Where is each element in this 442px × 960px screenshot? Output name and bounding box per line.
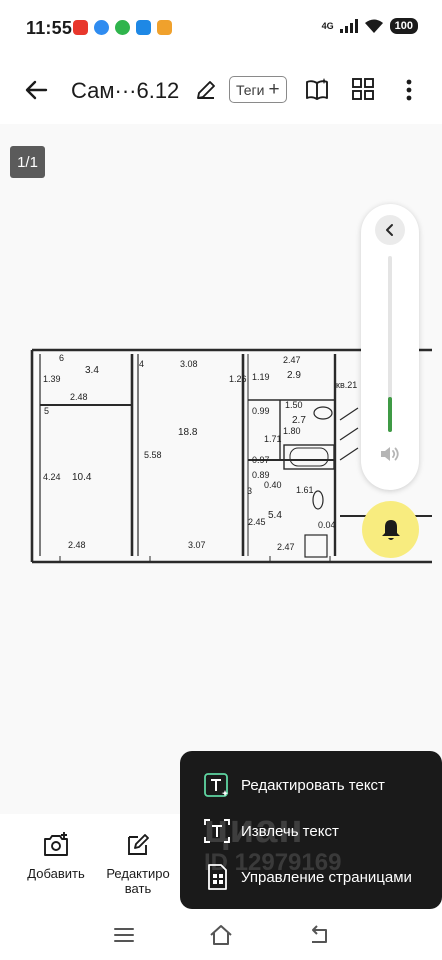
volume-panel: [361, 204, 419, 490]
status-bar: 11:55 4G 100: [0, 0, 442, 58]
dimension-label: 0.40: [264, 480, 282, 490]
volume-slider[interactable]: [388, 256, 392, 432]
yandex-app-icon: [73, 20, 88, 35]
dimension-label: 3.07: [188, 540, 206, 550]
blue-app-icon: [136, 20, 151, 35]
document-toolbar: Сам···6.12 Теги +: [0, 64, 442, 116]
menu-item-extract-text[interactable]: Извлечь текст: [180, 811, 442, 851]
back-arrow-icon[interactable]: [22, 76, 50, 104]
dimension-label: 1.26: [229, 374, 247, 384]
room-area-label: 2.9: [287, 370, 301, 381]
dimension-label: 1.61: [296, 485, 314, 495]
chrome-app-icon: [115, 20, 130, 35]
dimension-label: 5.58: [144, 450, 162, 460]
menu-label: Извлечь текст: [241, 822, 339, 840]
text-tools-menu: циан ID 12979169 Редактировать текст Изв…: [180, 751, 442, 909]
plus-icon: +: [268, 79, 280, 100]
ringer-mode-button[interactable]: [362, 501, 419, 558]
book-sparkle-icon[interactable]: [304, 77, 330, 103]
dimension-label: 5: [44, 406, 49, 416]
menu-label: Редактировать текст: [241, 776, 385, 794]
tags-button[interactable]: Теги +: [229, 76, 287, 103]
dimension-label: кв.21: [336, 380, 357, 390]
manage-pages-icon: [208, 864, 227, 890]
speaker-icon[interactable]: [378, 442, 402, 466]
tags-label: Теги: [236, 81, 265, 98]
dimension-label: 6: [59, 353, 64, 363]
wifi-icon: [364, 19, 383, 33]
volume-level: [388, 396, 392, 432]
edit-pencil-icon: [128, 834, 149, 855]
edit-label-line1: Редактиро: [106, 866, 170, 881]
dimension-label: 0.04: [318, 520, 336, 530]
menu-lines-icon[interactable]: [111, 922, 137, 948]
dimension-label: 4.24: [43, 472, 61, 482]
status-indicators: 4G 100: [322, 18, 418, 34]
dimension-label: 0.99: [252, 406, 270, 416]
room-area-label: 18.8: [178, 427, 198, 438]
dimension-label: 1.50: [285, 400, 303, 410]
signal-icon: [339, 19, 358, 33]
floor-plan-scan: 3.4 18.8 2.9 2.7 10.4 5.4 6 4 3.08 2.47 …: [30, 348, 432, 564]
dimension-label: 1.19: [252, 372, 270, 382]
edit-label-line2: вать: [124, 881, 152, 896]
more-vertical-icon[interactable]: [398, 76, 420, 104]
dimension-label: 4: [139, 359, 144, 369]
pencil-icon[interactable]: [194, 78, 218, 102]
dimension-label: 1.39: [43, 374, 61, 384]
dimension-label: 2.45: [248, 517, 266, 527]
dimension-label: 3: [247, 486, 252, 496]
chevron-left-icon: [386, 224, 393, 236]
dimension-label: 2.47: [277, 542, 295, 552]
flower-app-icon: [94, 20, 109, 35]
room-area-label: 10.4: [72, 472, 92, 483]
battery-indicator: 100: [389, 18, 418, 34]
grid-view-icon[interactable]: [351, 77, 375, 101]
network-type: 4G: [321, 21, 334, 31]
add-label: Добавить: [27, 866, 85, 881]
bell-icon: [381, 519, 400, 540]
menu-item-edit-text[interactable]: Редактировать текст: [180, 765, 442, 805]
status-time: 11:55: [26, 18, 73, 38]
edit-button[interactable]: Редактиро вать: [103, 832, 173, 896]
camera-plus-icon: [44, 832, 68, 856]
dimension-label: 3.08: [180, 359, 198, 369]
orange-app-icon: [157, 20, 172, 35]
dimension-label: 2.47: [283, 355, 301, 365]
page-counter: 1/1: [10, 146, 45, 178]
home-icon[interactable]: [208, 922, 234, 948]
status-app-icons: [73, 20, 172, 35]
back-nav-icon[interactable]: [306, 922, 332, 948]
document-title[interactable]: Сам···6.12: [71, 78, 180, 103]
room-area-label: 5.4: [268, 510, 282, 521]
dimension-label: 1.71: [264, 434, 282, 444]
extract-text-icon: [204, 819, 230, 843]
add-button[interactable]: Добавить: [21, 832, 91, 881]
room-area-label: 3.4: [85, 365, 99, 376]
room-area-label: 2.7: [292, 415, 306, 426]
system-navigation-bar: [0, 914, 442, 960]
dimension-label: 0.89: [252, 470, 270, 480]
menu-label: Управление страницами: [241, 868, 412, 886]
menu-item-manage-pages[interactable]: Управление страницами: [180, 857, 442, 897]
dimension-label: 2.48: [68, 540, 86, 550]
dimension-label: 0.97: [252, 455, 270, 465]
dimension-label: 1.80: [283, 426, 301, 436]
dimension-label: 2.48: [70, 392, 88, 402]
volume-collapse-button[interactable]: [375, 215, 405, 245]
edit-text-icon: [204, 773, 229, 797]
